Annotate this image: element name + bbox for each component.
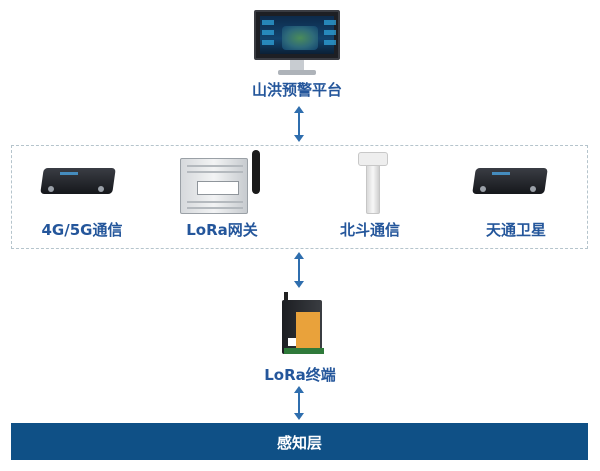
lora-gateway-image	[180, 150, 262, 216]
monitor-screen	[254, 10, 340, 60]
platform-monitor-image	[254, 10, 340, 76]
double-arrow-icon	[294, 386, 304, 420]
perception-layer-bar: 感知层	[11, 423, 588, 460]
terminal-label: LoRa终端	[264, 366, 336, 384]
device-label-4g5g: 4G/5G通信	[41, 221, 123, 239]
device-label-tiantong: 天通卫星	[485, 221, 546, 239]
double-arrow-icon	[294, 106, 304, 142]
platform-label: 山洪预警平台	[251, 81, 342, 99]
lora-terminal-image	[280, 292, 324, 356]
double-arrow-icon	[294, 252, 304, 288]
4g5g-router-image	[38, 162, 118, 202]
perception-layer-label: 感知层	[276, 434, 322, 452]
device-label-lora-gateway: LoRa网关	[186, 221, 258, 239]
beidou-antenna-image	[358, 152, 388, 214]
tiantong-satellite-terminal-image	[470, 162, 550, 202]
device-label-beidou: 北斗通信	[339, 221, 400, 239]
communication-group-box	[11, 145, 588, 249]
map-graphic	[282, 26, 318, 50]
